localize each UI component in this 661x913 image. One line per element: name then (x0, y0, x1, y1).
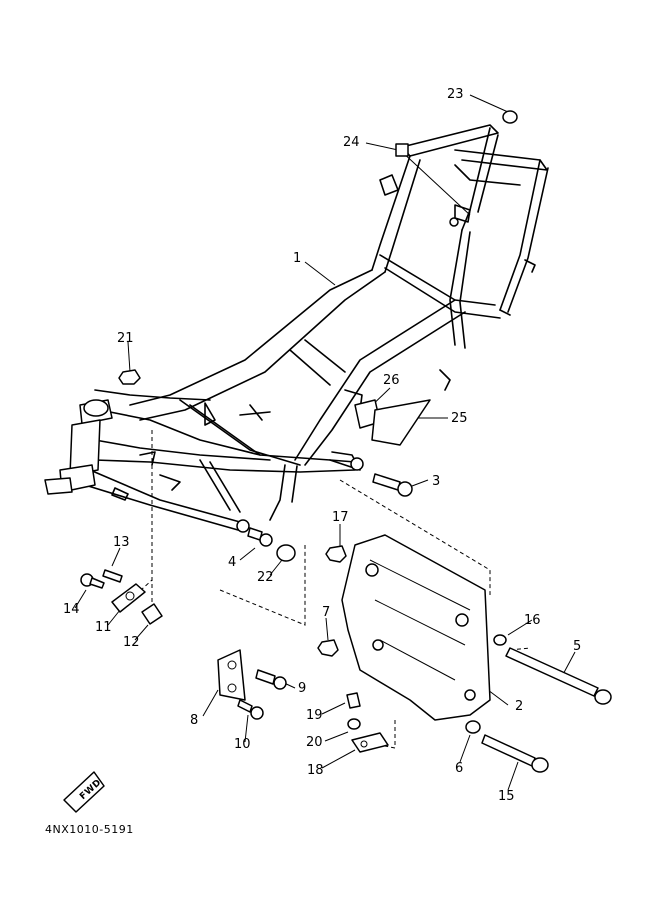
washer-6 (465, 720, 481, 734)
bracket-18 (351, 732, 389, 753)
nut-7 (317, 639, 339, 657)
bolt-5 (505, 647, 599, 697)
bolt-13 (102, 569, 123, 583)
callout-24: 24 (343, 135, 360, 150)
callout-12: 12 (123, 635, 140, 650)
bolt-10 (237, 699, 253, 713)
part-code: 4NX1010-5191 (45, 823, 134, 836)
callout-4: 4 (228, 555, 236, 570)
callout-10: 10 (234, 737, 251, 752)
bolt-3 (372, 473, 401, 491)
callout-25: 25 (451, 411, 468, 426)
washer-20 (347, 718, 361, 730)
callout-21: 21 (117, 331, 134, 346)
washer-16 (493, 634, 507, 646)
plate-8 (217, 649, 246, 701)
callout-26: 26 (383, 373, 400, 388)
callout-9: 9 (298, 681, 306, 696)
callout-20: 20 (306, 735, 323, 750)
main-frame (44, 124, 549, 533)
hardware-parts (63, 110, 612, 813)
callout-13: 13 (113, 535, 130, 550)
callout-5: 5 (573, 639, 581, 654)
cap-23 (502, 110, 518, 124)
callout-7: 7 (322, 605, 330, 620)
callout-18: 18 (307, 763, 324, 778)
callouts: 23 24 1 21 26 25 3 17 4 22 13 14 11 12 7… (63, 87, 581, 804)
bolt-15 (481, 734, 536, 767)
callout-19: 19 (306, 708, 323, 723)
damper-24 (395, 143, 409, 157)
callout-6: 6 (455, 761, 463, 776)
callout-3: 3 (432, 474, 440, 489)
bolt-9 (255, 669, 276, 685)
engine-bracket-2 (341, 534, 491, 721)
bolt-19 (346, 692, 361, 709)
nut-21 (118, 369, 141, 385)
callout-22: 22 (257, 570, 274, 585)
collar-12 (141, 603, 163, 625)
plate-25 (371, 399, 431, 446)
leader-lines (74, 94, 576, 791)
callout-23: 23 (447, 87, 464, 102)
collar-22 (276, 544, 296, 562)
callout-11: 11 (95, 620, 112, 635)
callout-15: 15 (498, 789, 515, 804)
bolt-4 (259, 533, 273, 547)
callout-14: 14 (63, 602, 80, 617)
nut-17 (325, 545, 347, 563)
callout-16: 16 (524, 613, 541, 628)
fwd-arrow-icon (63, 771, 105, 813)
callout-17: 17 (332, 510, 349, 525)
callout-2: 2 (515, 699, 523, 714)
callout-1: 1 (293, 251, 301, 266)
plate-11 (111, 583, 146, 613)
callout-8: 8 (190, 713, 198, 728)
